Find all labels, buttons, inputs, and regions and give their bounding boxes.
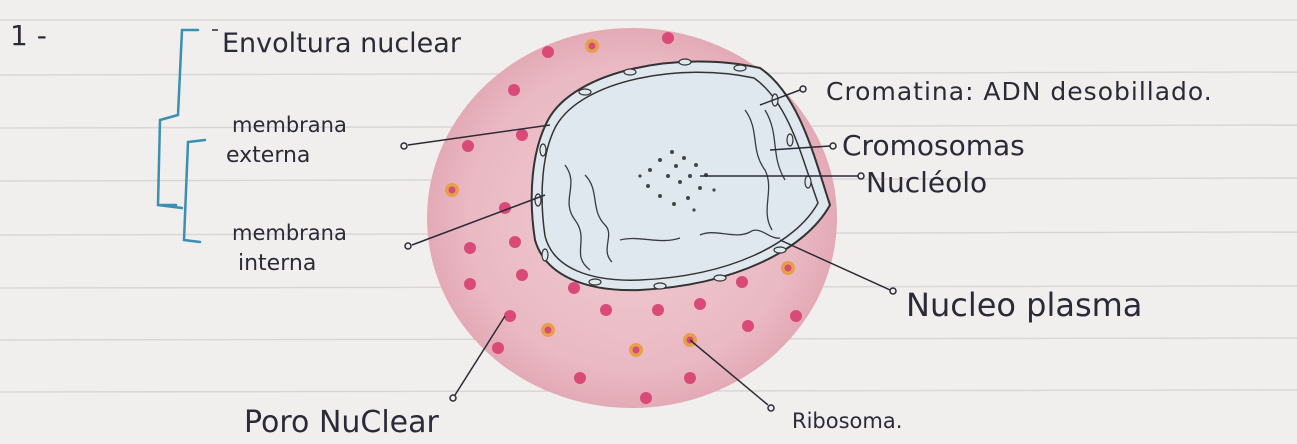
label-cromosomas: Cromosomas (842, 129, 1025, 162)
envelope-bracket (158, 30, 205, 242)
label-membrana-externa-2: externa (226, 143, 310, 168)
label-nucleolo: Nucléolo (866, 166, 987, 199)
label-membrana-externa-1: membrana (232, 113, 347, 137)
label-membrana-interna-1: membrana (232, 221, 347, 245)
label-membrana-interna-2: interna (238, 251, 316, 276)
item-number: 1 - (10, 19, 47, 52)
label-ribosoma: Ribosoma. (792, 409, 902, 433)
label-cromatina: Cromatina: ADN desobillado. (826, 77, 1213, 106)
label-nucleoplasma: Nucleo plasma (906, 286, 1142, 324)
label-poro: Poro NuClear (244, 405, 440, 440)
label-envoltura: Envoltura nuclear (222, 28, 462, 59)
